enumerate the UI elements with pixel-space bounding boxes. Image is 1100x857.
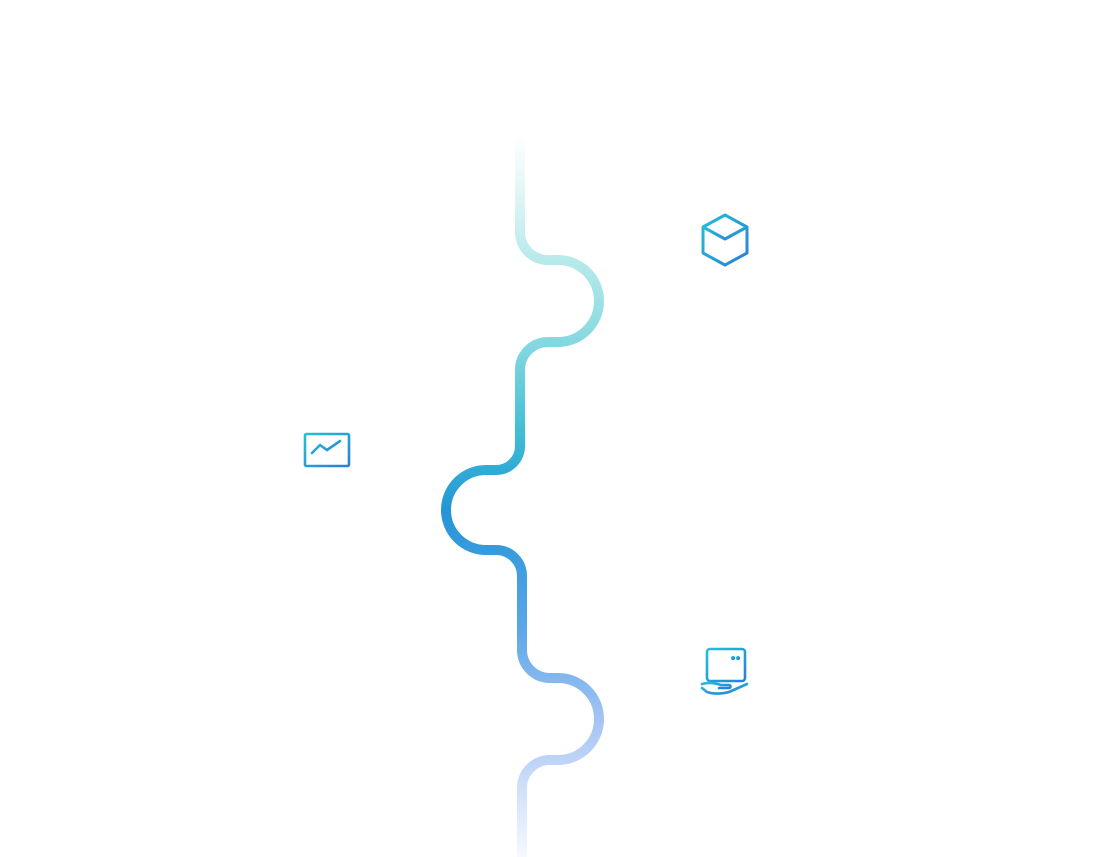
monitor-chart-icon [303,432,351,477]
server-hand-icon [700,647,749,695]
cube-icon [701,213,749,267]
timeline-path [441,130,604,857]
